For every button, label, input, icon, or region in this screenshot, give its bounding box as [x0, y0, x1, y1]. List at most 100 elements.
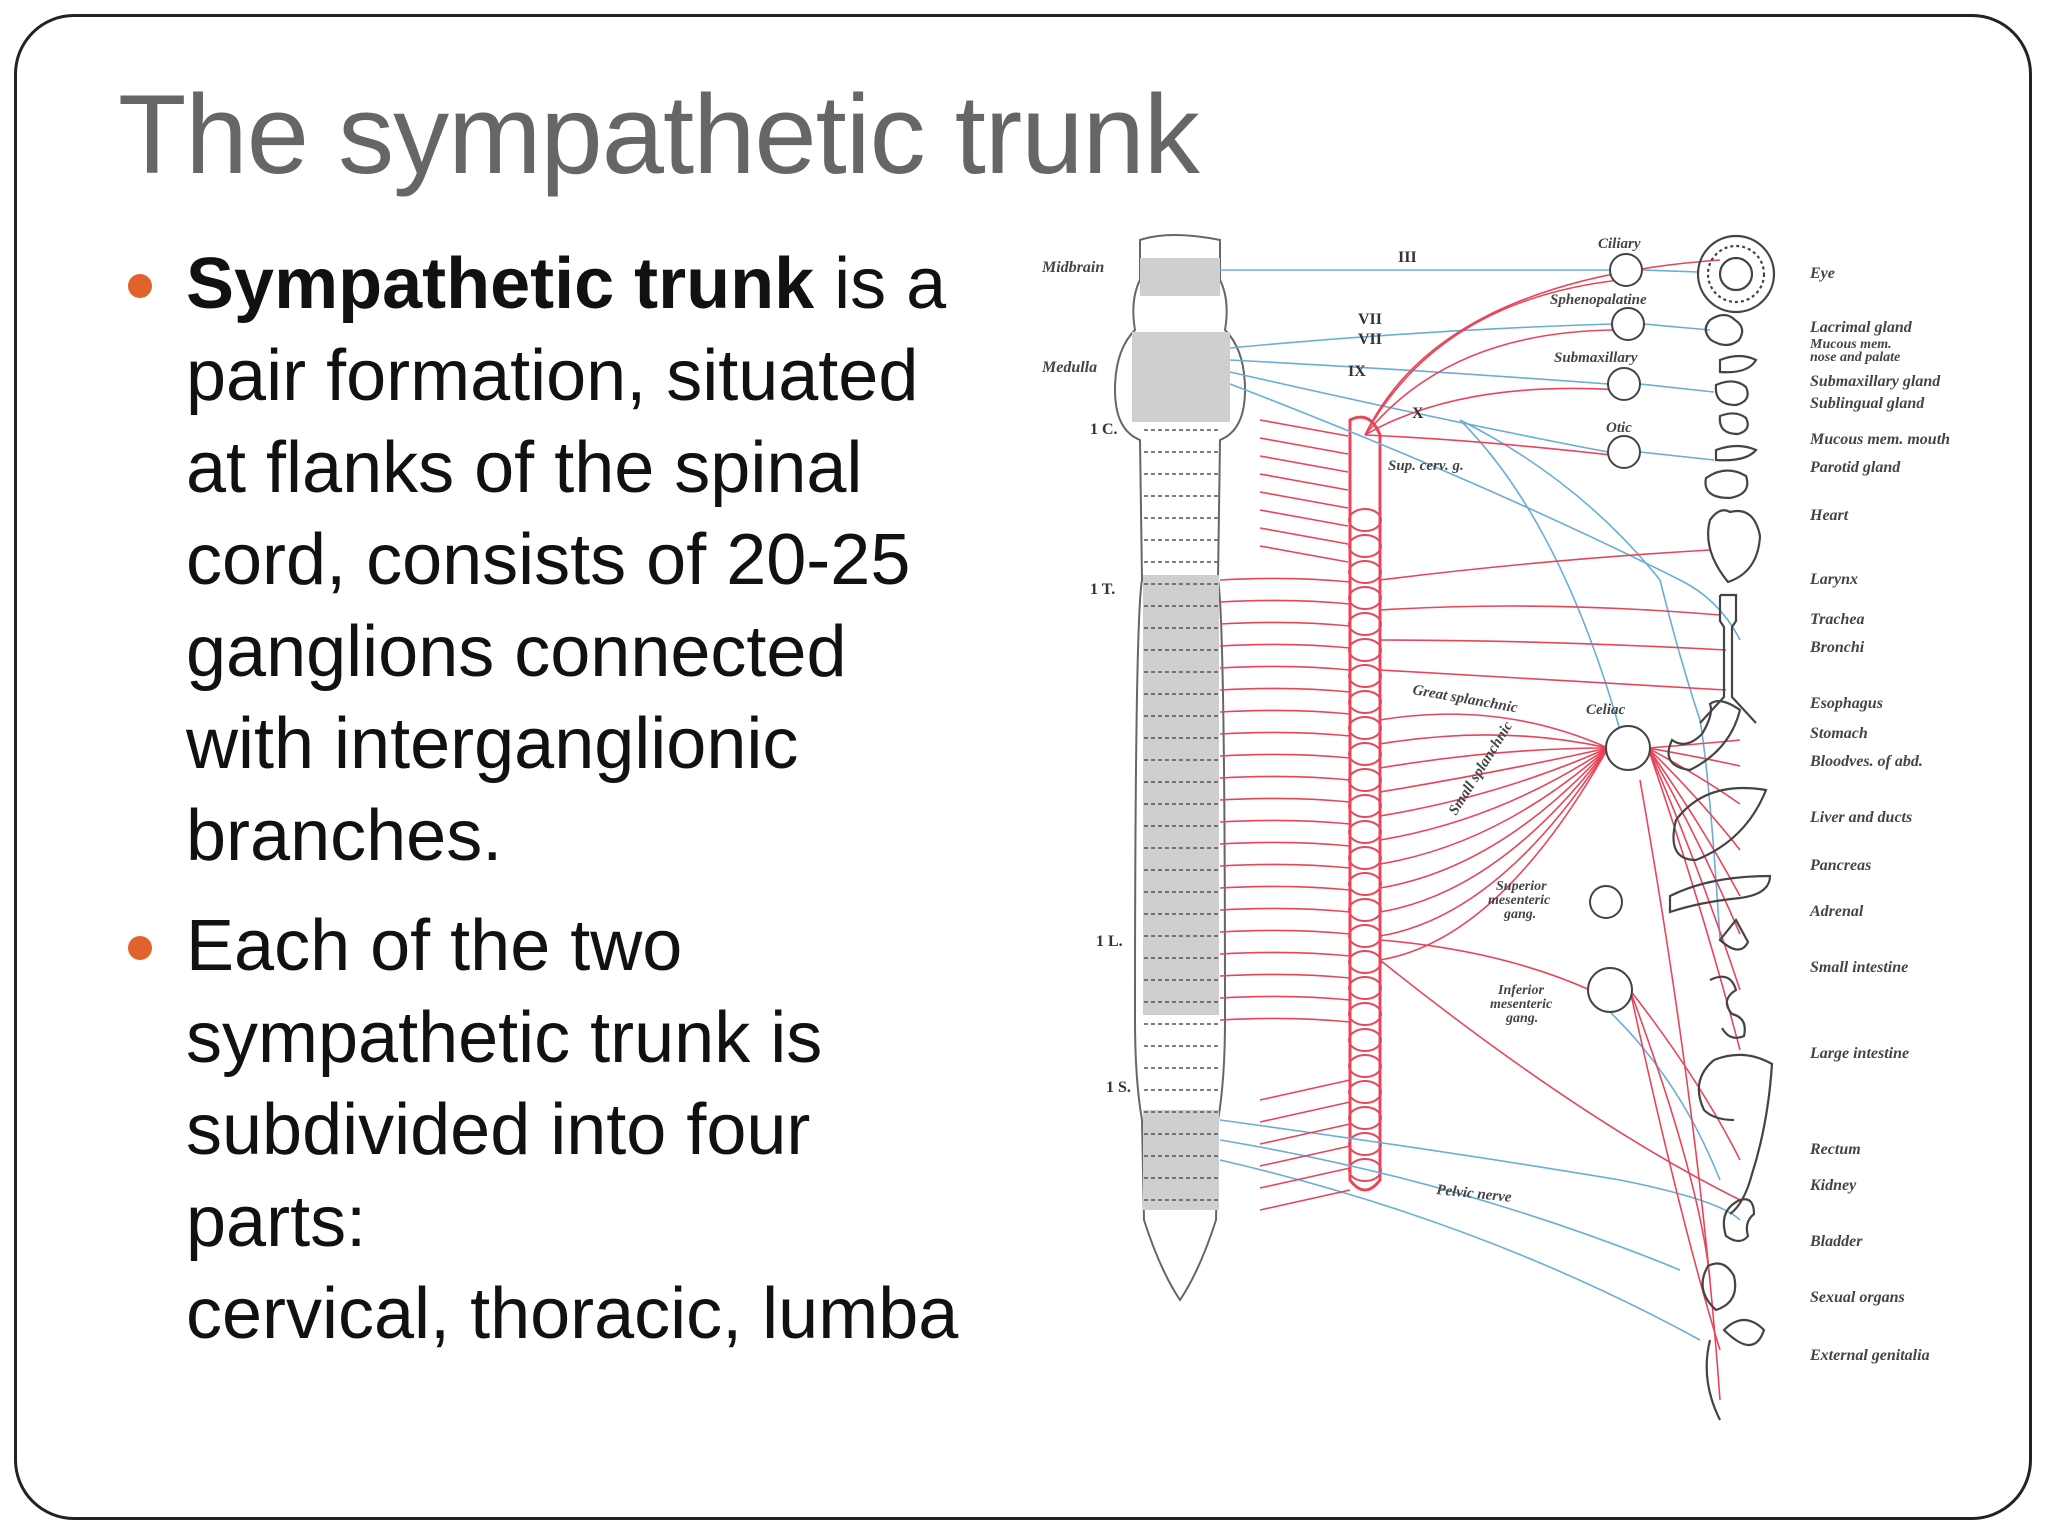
label-superior-mesenteric-3: gang. — [1503, 907, 1536, 922]
chain-ganglion — [1348, 742, 1382, 766]
organ-label: Eye — [1809, 265, 1835, 282]
larynx-trachea-sketch — [1699, 593, 1757, 724]
chain-ganglion — [1348, 612, 1382, 636]
bullet-2-line: subdivided into four — [186, 1090, 811, 1170]
bullet-2-line: cervical, thoracic, lumba — [186, 1274, 959, 1354]
chain-ganglion — [1348, 664, 1382, 688]
organ-label-line: nose and palate — [1810, 350, 1900, 365]
chain-ganglion — [1348, 872, 1382, 896]
bullet-2-line: parts: — [186, 1182, 367, 1262]
organ-label-line: Lacrimal gland — [1809, 319, 1913, 336]
adrenal-sketch — [1718, 918, 1750, 951]
organ-label-line: Heart — [1809, 507, 1849, 524]
chain-ganglion — [1348, 1054, 1382, 1078]
nerve-fiber — [1219, 929, 1351, 935]
sympathetic-chain — [1348, 415, 1382, 1192]
nerve-fiber — [1219, 599, 1351, 605]
nerve-fiber — [1629, 989, 1741, 1161]
organ-label-line: Bronchi — [1809, 639, 1865, 656]
nerve-fiber — [1219, 885, 1351, 891]
bullet-dot-icon — [128, 274, 152, 298]
kidney-sketch — [1722, 1198, 1756, 1243]
organ-label: Mucous mem. mouth — [1809, 431, 1950, 448]
organ-label: Liver and ducts — [1809, 809, 1912, 826]
organ-label-line: Liver and ducts — [1809, 809, 1912, 826]
nerve-fiber — [1219, 841, 1351, 847]
organ-label: Kidney — [1809, 1177, 1857, 1194]
organ-label: Trachea — [1810, 611, 1865, 628]
bullet-item-2: Each of the two sympathetic trunk is sub… — [128, 900, 1028, 1360]
chain-ganglion — [1348, 768, 1382, 792]
label-midbrain: Midbrain — [1041, 259, 1104, 276]
nerve-fiber — [1219, 775, 1351, 781]
label-pelvic-nerve: Pelvic nerve — [1436, 1182, 1513, 1206]
nerve-fiber — [1647, 747, 1741, 935]
nerve-fiber — [1259, 437, 1349, 455]
nerve-fiber — [1259, 455, 1349, 473]
organ-label-line: External genitalia — [1809, 1347, 1930, 1364]
label-1c: 1 C. — [1090, 421, 1118, 438]
nerve-fiber — [1459, 419, 1721, 941]
chain-ganglion — [1348, 716, 1382, 740]
nerve-fiber — [1219, 907, 1351, 913]
bullet-2-line: Each of the two — [186, 906, 683, 986]
bullet-1-line: branches. — [186, 796, 503, 876]
eye-pupil-sketch — [1718, 256, 1754, 292]
nerve-fiber — [1229, 371, 1609, 453]
superior-mesenteric-ganglion — [1589, 885, 1623, 919]
nerve-fiber — [1647, 739, 1741, 749]
label-submaxillary: Submaxillary — [1554, 350, 1638, 366]
organ-label-line: Kidney — [1809, 1177, 1857, 1194]
organ-label: Bloodves. of abd. — [1809, 753, 1923, 770]
peripheral-ganglia — [1587, 253, 1651, 1013]
chain-ganglion — [1348, 560, 1382, 584]
nerve-fiber — [1379, 734, 1609, 749]
nerve-fiber — [1379, 747, 1609, 865]
label-great-splanchnic: Great splanchnic — [1411, 682, 1519, 716]
thoracolumbar-shading — [1143, 575, 1219, 1015]
nerve-fiber — [1219, 995, 1351, 1001]
nerve-fiber — [1259, 491, 1349, 509]
organ-label-line: Adrenal — [1809, 903, 1864, 920]
nerve-fiber — [1219, 709, 1351, 715]
organ-label-line: Sublingual gland — [1810, 395, 1925, 412]
organ-label: Large intestine — [1809, 1045, 1909, 1062]
nerve-fiber — [1379, 747, 1609, 913]
nerve-fiber — [1219, 753, 1351, 759]
nerve-fiber — [1647, 747, 1741, 991]
label-sphenopalatine: Sphenopalatine — [1550, 292, 1647, 308]
nerve-fiber — [1459, 419, 1621, 731]
chain-ganglia — [1348, 508, 1382, 1182]
sympathetic-nervous-system-diagram: Midbrain Medulla 1 C. 1 T. 1 L. 1 S. III… — [1041, 234, 1950, 1421]
bullet-1-line-1: Sympathetic trunk is a — [186, 238, 1028, 330]
bullet-1-line: ganglions connected — [186, 612, 847, 692]
nerve-fiber — [1364, 279, 1621, 436]
bullet-1-line-1-rest: is a — [814, 244, 947, 324]
midbrain-shading — [1140, 258, 1220, 296]
organ-label: Stomach — [1810, 725, 1868, 742]
nerve-fiber — [1259, 1123, 1351, 1145]
nerve-fiber — [1219, 1139, 1681, 1271]
label-1t: 1 T. — [1090, 581, 1115, 598]
organ-sketches — [1667, 234, 1776, 1421]
nerve-fiber — [1379, 747, 1609, 937]
organ-label: External genitalia — [1809, 1347, 1930, 1364]
nerve-fiber — [1229, 383, 1741, 641]
chain-ganglion — [1348, 534, 1382, 558]
chain-ganglion — [1348, 690, 1382, 714]
nerve-fiber — [1219, 1119, 1741, 1221]
label-sup-cerv: Sup. cerv. g. — [1388, 458, 1464, 474]
stomach-sketch — [1667, 699, 1742, 772]
nerve-fiber — [1379, 747, 1609, 793]
nerve-fiber — [1229, 359, 1609, 385]
chain-ganglion — [1348, 794, 1382, 818]
nerve-fiber — [1229, 323, 1613, 349]
nerve-fiber — [1219, 621, 1351, 627]
eye-iris-sketch — [1706, 244, 1766, 304]
organ-label-line: Eye — [1809, 265, 1835, 282]
nerve-fibers — [1219, 259, 1741, 1401]
chain-ganglion — [1348, 1028, 1382, 1052]
label-inferior-mesenteric-2: mesenteric — [1490, 997, 1553, 1012]
nerve-labels: III VII VII IX X — [1348, 249, 1424, 422]
nerve-fiber — [1379, 747, 1609, 841]
